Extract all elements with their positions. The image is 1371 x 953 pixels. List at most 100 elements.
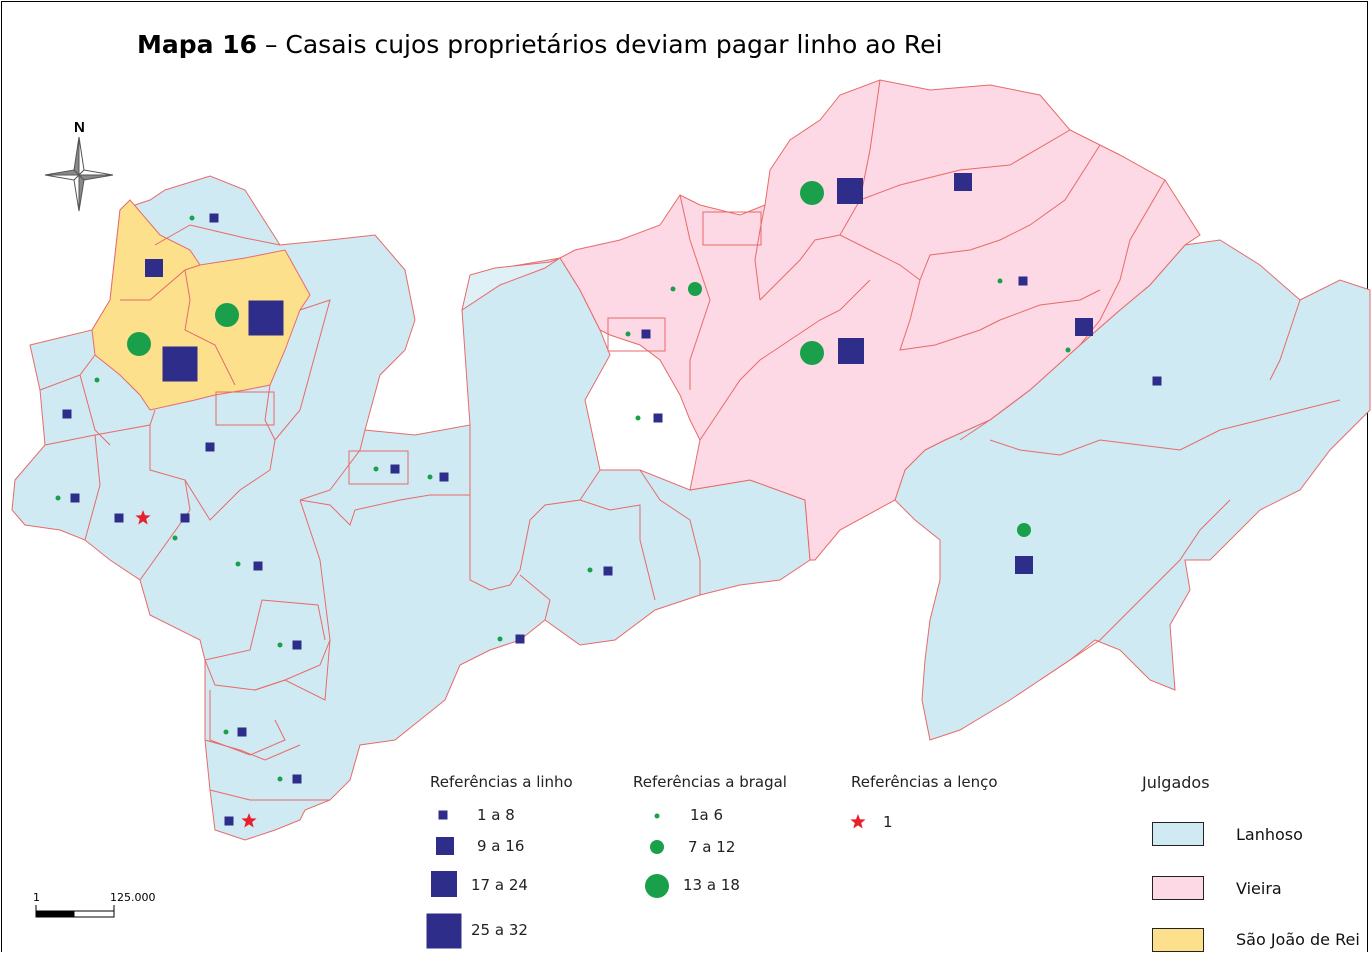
lenco-star-icon [241,813,257,828]
bragal-marker [94,377,100,383]
north-label: N [74,119,85,136]
enclave-rect [348,450,409,485]
legend-bragal-circle-3 [645,874,669,898]
legend-linho-class-4: 25 a 32 [471,921,528,939]
scale-bar [35,905,115,918]
bragal-marker [587,567,593,573]
enclave-rect [702,211,762,246]
legend-bragal-circle-1 [654,813,660,819]
bragal-marker [670,286,676,292]
legend-linho-square-1 [438,810,448,820]
legend-lenco-class-1: 1 [883,813,893,831]
linho-marker [1018,276,1028,286]
lanhoso-east-block [894,239,1371,741]
legend-bragal-heading: Referências a bragal [633,773,787,791]
linho-marker [439,472,449,482]
bragal-marker [427,474,433,480]
linho-marker [237,727,247,737]
linho-marker [70,493,80,503]
linho-marker [603,566,613,576]
linho-marker [515,634,525,644]
bragal-marker [1017,523,1031,537]
legend-linho-square-3 [431,871,457,897]
legend-bragal-circle-2 [650,840,664,854]
bragal-marker [625,331,631,337]
bragal-marker [277,642,283,648]
legend-swatch-vieira [1152,876,1204,900]
linho-marker [180,513,190,523]
bragal-marker [1065,347,1071,353]
linho-marker [292,774,302,784]
bragal-marker [800,181,824,205]
legend-lenco-heading: Referências a lenço [851,773,998,791]
linho-marker [209,213,219,223]
scale-right-label: 125.000 [110,891,156,904]
linho-marker [1075,318,1093,336]
bragal-marker [800,341,824,365]
legend-linho-class-1: 1 a 8 [477,806,515,824]
lanhoso-northeast-strip [461,257,561,312]
linho-marker [248,300,284,336]
map-markers [55,173,1162,828]
linho-marker [641,329,651,339]
bragal-marker [55,495,61,501]
legend-linho-square-4 [426,913,462,949]
bragal-marker [635,415,641,421]
linho-marker [954,173,972,191]
linho-marker [205,442,215,452]
bragal-marker [497,636,503,642]
legend-swatch-lanhoso [1152,822,1204,846]
legend-linho-class-3: 17 a 24 [471,876,528,894]
legend-linho-square-2 [436,837,454,855]
linho-marker [292,640,302,650]
lenco-star-icon [135,510,151,525]
parish-borders [39,79,1341,801]
enclave-rectangles [215,211,762,485]
bragal-marker [172,535,178,541]
legend-swatch-sao-joao-de-rei [1152,928,1204,952]
linho-marker [224,816,234,826]
legend-linho-class-2: 9 a 16 [477,837,525,855]
vieira-block [559,79,1201,561]
legend-julgados-heading: Julgados [1142,773,1210,792]
bragal-marker [223,729,229,735]
linho-marker [114,513,124,523]
linho-marker [62,409,72,419]
bragal-marker [189,215,195,221]
bragal-marker [997,278,1003,284]
legend-julgado-lanhoso: Lanhoso [1236,825,1303,844]
bragal-marker [373,466,379,472]
legend-lenco-star-icon [850,814,866,829]
linho-marker [253,561,263,571]
legend-bragal-class-1: 1a 6 [690,806,724,824]
bragal-marker [235,561,241,567]
linho-marker [838,338,864,364]
legend-julgado-sao-joao-de-rei: São João de Rei [1236,930,1360,949]
north-arrow-icon [44,136,114,212]
vieira-region [559,79,1201,561]
linho-marker [653,413,663,423]
legend-bragal-class-2: 7 a 12 [688,838,736,856]
scale-left-label: 1 [33,891,40,904]
map-title: Mapa 16 – Casais cujos proprietários dev… [137,30,943,59]
linho-marker [837,178,863,204]
linho-marker [145,259,163,277]
linho-marker [1015,556,1033,574]
enclave-rect [215,391,275,426]
linho-marker [390,464,400,474]
sao-joao-de-rei-block [91,199,311,411]
bragal-marker [215,303,239,327]
legend-bragal-class-3: 13 a 18 [683,876,740,894]
linho-marker [1152,376,1162,386]
legend-linho-heading: Referências a linho [430,773,573,791]
linho-marker [162,346,198,382]
bragal-marker [127,332,151,356]
enclave-rect [607,317,666,352]
legend-symbols [426,810,866,949]
legend-julgado-vieira: Vieira [1236,879,1282,898]
sao-joao-de-rei-region [91,199,311,411]
bragal-marker [688,282,702,296]
bragal-marker [277,776,283,782]
